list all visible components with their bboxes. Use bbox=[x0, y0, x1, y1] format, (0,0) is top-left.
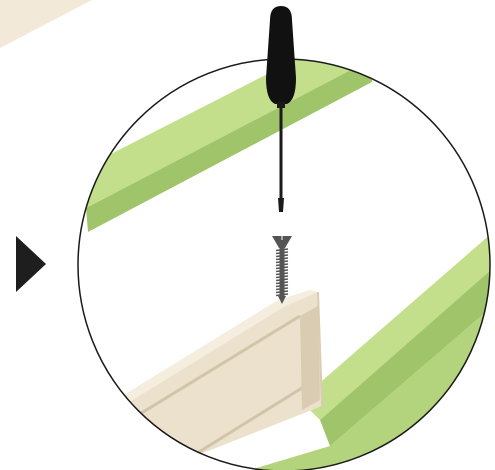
screwdriver-handle bbox=[266, 6, 296, 104]
panel-shadow-face bbox=[300, 306, 320, 410]
screw-thread-ridge bbox=[275, 287, 289, 291]
screw-thread-ridge bbox=[275, 263, 289, 267]
screw-thread-ridge bbox=[275, 290, 289, 294]
screwdriver-tip bbox=[278, 198, 284, 212]
screwdriver-shaft bbox=[279, 106, 283, 198]
screw-icon bbox=[272, 236, 292, 304]
screw-thread-ridge bbox=[275, 266, 289, 270]
screw-shank bbox=[279, 247, 285, 297]
screw-thread-ridge bbox=[275, 251, 289, 255]
screw-thread bbox=[275, 247, 289, 297]
screw-thread-ridge bbox=[275, 260, 289, 264]
step-arrow-icon bbox=[16, 236, 46, 292]
panel-groove-upper bbox=[129, 314, 301, 422]
screw-thread-ridge bbox=[275, 248, 289, 252]
upper-rail-side-face bbox=[86, 60, 372, 232]
screw-thread-ridge bbox=[275, 278, 289, 282]
screw-thread-ridge bbox=[275, 272, 289, 276]
screw-thread-ridge bbox=[275, 275, 289, 279]
lower-rail-top-face bbox=[300, 226, 490, 420]
screwdriver-ferrule bbox=[277, 102, 285, 108]
panel-right-edge bbox=[317, 291, 323, 407]
screw-thread-ridge bbox=[275, 269, 289, 273]
panel-top-edge bbox=[96, 290, 318, 420]
screwdriver-icon bbox=[266, 6, 296, 212]
board-corner-shape bbox=[0, 0, 92, 48]
screw-thread-ridge bbox=[275, 284, 289, 288]
screw-point bbox=[278, 296, 286, 304]
screw-head bbox=[272, 236, 292, 248]
screw-thread-ridge bbox=[275, 257, 289, 261]
screw-thread-ridge bbox=[275, 293, 289, 297]
lower-rail-side-face bbox=[320, 262, 490, 446]
screw-thread-ridge bbox=[275, 281, 289, 285]
screw-thread-ridge bbox=[275, 254, 289, 258]
